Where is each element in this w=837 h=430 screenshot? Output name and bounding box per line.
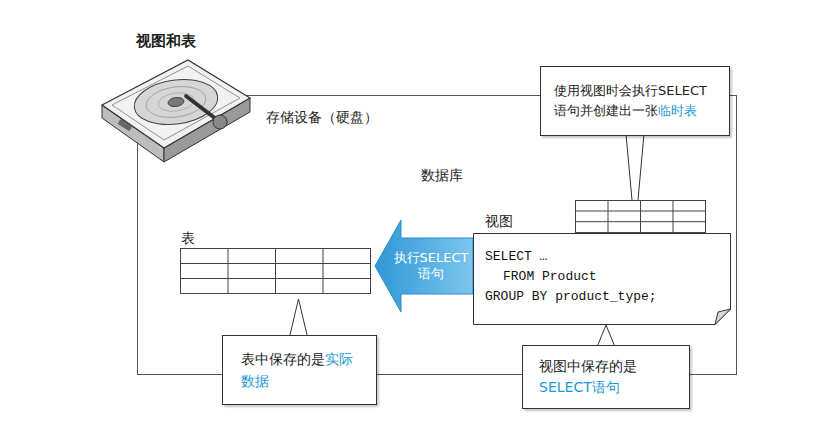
callout-pointer (597, 325, 615, 347)
diagram-title: 视图和表 (136, 32, 196, 51)
highlight-text: SELECT语句 (539, 377, 675, 398)
callout-box: 视图中保存的是 SELECT语句 (522, 345, 690, 409)
arrow-label: 执行SELECT 语句 (391, 250, 471, 282)
callout-text-block: 视图中保存的是 SELECT语句 (539, 356, 675, 398)
sql-line: GROUP BY product_type; (473, 287, 731, 307)
hard-disk-illustration (90, 50, 260, 170)
callout-text-block: 表中保存的是实际数据 (241, 348, 357, 392)
temporary-table-grid (576, 201, 706, 233)
sql-line: FROM Product (473, 267, 731, 287)
block-arrow (375, 220, 473, 312)
callout-box: 使用视图时会执行SELECT 语句并创建出一张临时表 (540, 66, 730, 136)
highlight-text: 临时表 (658, 103, 697, 118)
table-block: 表 (177, 227, 375, 299)
callout-text-block: 使用视图时会执行SELECT 语句并创建出一张临时表 (554, 81, 716, 121)
callout-text: 视图中保存的是 (539, 358, 637, 374)
database-cylinder: 数据库表视图SELECT …FROM ProductGROUP BY produ… (164, 136, 719, 351)
node-label: 数据库 (421, 167, 463, 185)
node-label: 存储设备（硬盘） (266, 109, 378, 127)
folded-corner (715, 309, 731, 325)
table-grid (181, 249, 371, 294)
view-heading: 视图 (485, 211, 513, 231)
view-box-body (474, 234, 731, 325)
callout-box: 表中保存的是实际数据 (222, 335, 377, 405)
cylinder-top (165, 137, 719, 193)
callout-text: 表中保存的是 (241, 351, 325, 367)
view-box: 视图SELECT …FROM ProductGROUP BY product_t… (473, 233, 731, 325)
callout-pointer (626, 134, 644, 233)
sql-line: SELECT … (473, 247, 731, 267)
node-label: 表 (181, 230, 195, 248)
storage-device-frame: 存储设备（硬盘）数据库表视图SELECT …FROM ProductGROUP … (137, 95, 737, 375)
callout-pointer (290, 299, 308, 337)
